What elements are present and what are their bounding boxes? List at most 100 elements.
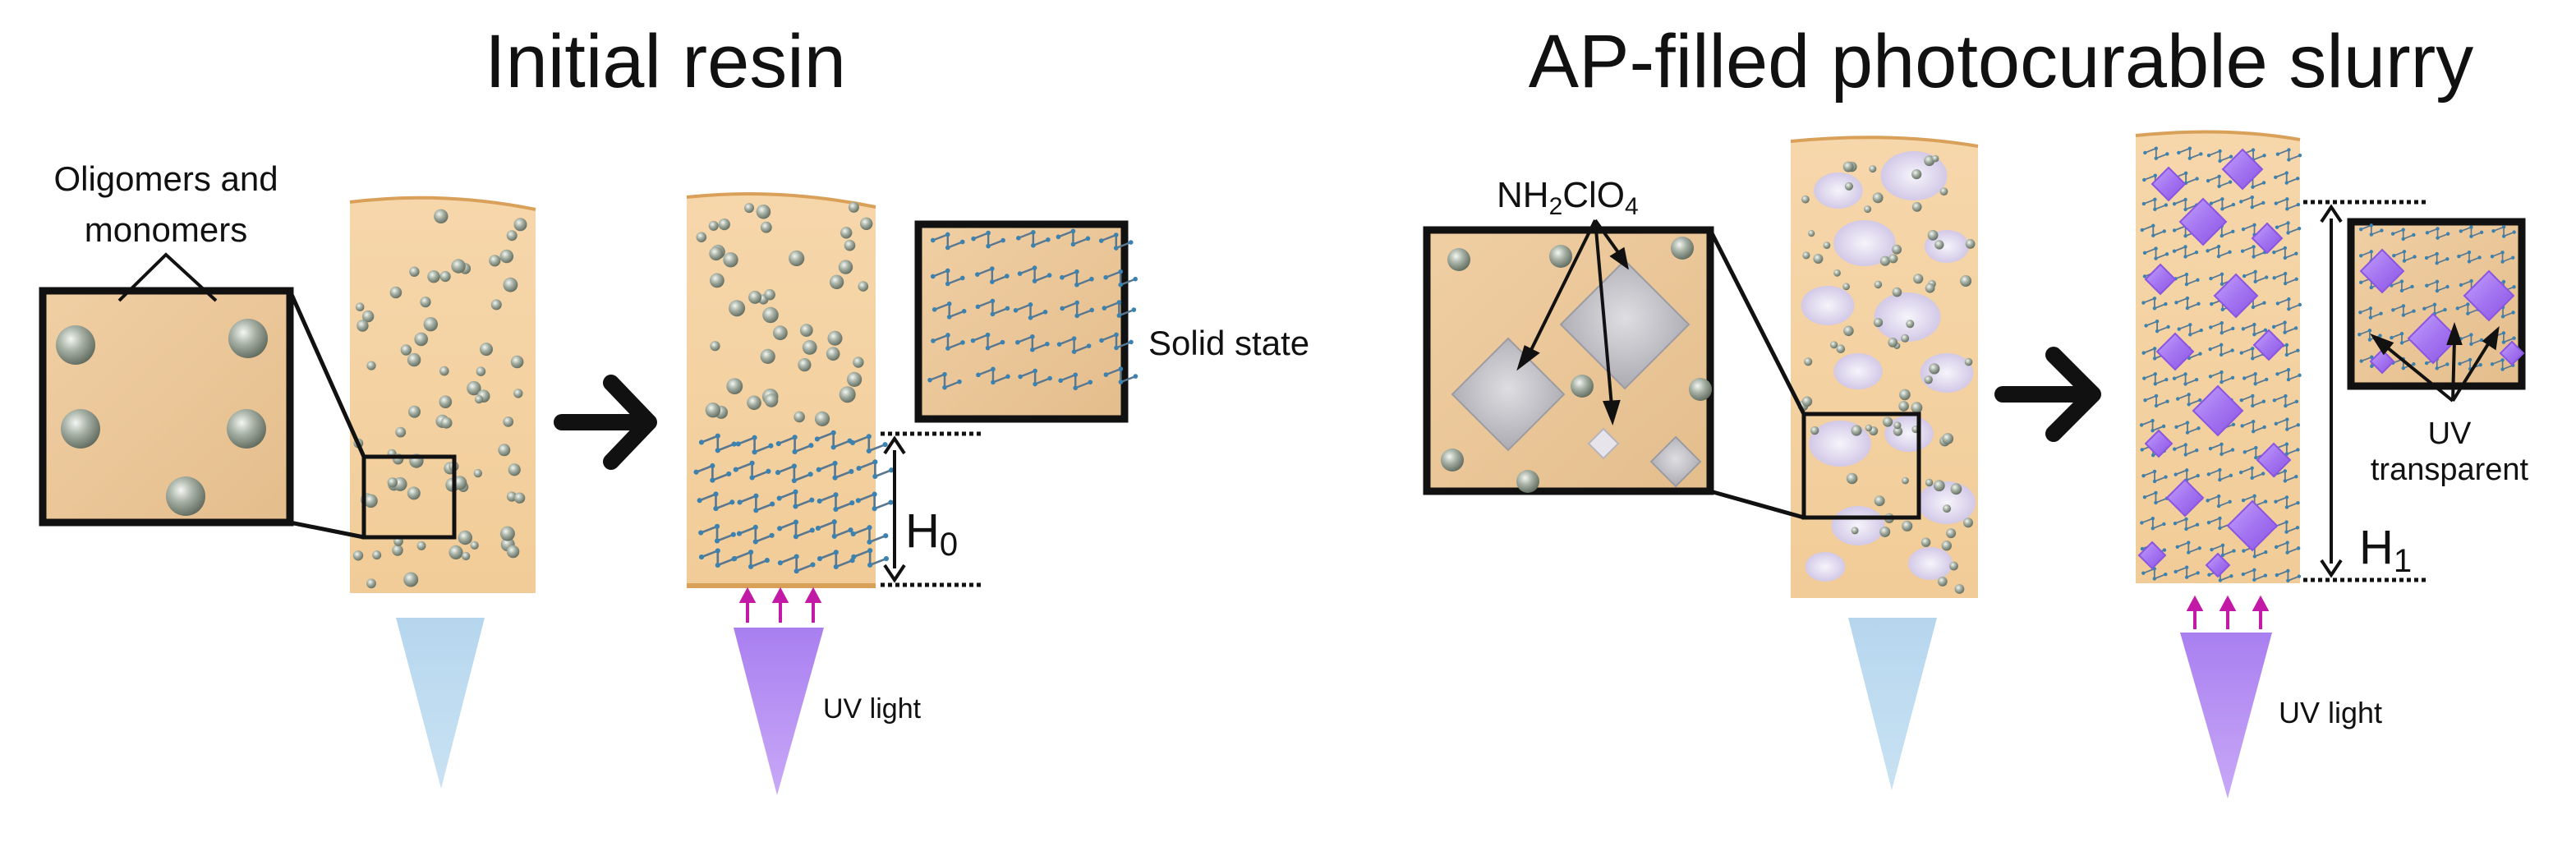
network-node [2294,475,2298,479]
network-node [1070,242,1076,247]
network-node [2197,398,2202,403]
monomer-dot [1851,425,1862,436]
monomer-dot [1842,283,1851,291]
network-link [2394,251,2415,262]
monomer-dot [1931,154,1939,163]
network-node [753,493,759,499]
network-node [1113,246,1119,251]
network-node [2220,307,2224,312]
monomer-dot [1872,192,1884,204]
network-link [2208,517,2232,530]
network-node [2141,474,2146,478]
network-node [2253,382,2257,386]
network-node [2275,573,2279,577]
network-node [2206,249,2210,253]
network-node [1085,236,1091,242]
network-node [2220,272,2224,277]
network-node [2490,255,2495,259]
network-node [1000,237,1005,243]
network-node [1114,345,1119,351]
network-node [710,462,715,469]
network-node [2152,469,2157,474]
network-node [1071,349,1077,354]
network-node [2172,249,2177,253]
network-node [2143,150,2147,155]
network-node [2468,357,2472,362]
network-node [888,499,894,505]
monomer-dot [1960,275,1972,287]
network-node [2402,259,2407,263]
monomer-dot [764,288,775,301]
network-node [2390,232,2395,236]
network-node [2251,185,2255,189]
network-node [1071,336,1077,341]
network-node [768,443,774,449]
network-link [2391,332,2413,344]
cured-ap-crystal [2144,429,2174,458]
zoom-region-marker [361,454,457,540]
network-node [2294,251,2298,255]
network-node [2296,546,2301,550]
monomer-dot [513,389,523,398]
monomer-dot [416,541,426,550]
network-node [2253,279,2257,284]
network-link [853,526,886,544]
zoomed-cured-ap [2463,269,2515,322]
network-node [2250,476,2254,480]
network-node [770,501,775,507]
monomer-dot [1929,363,1940,375]
network-node [2166,324,2170,329]
network-node [2500,358,2505,362]
network-node [2285,427,2289,431]
network-node [2195,177,2199,181]
uv-transparent-ap [2137,148,2292,578]
network-node [2459,229,2463,233]
network-link [2143,347,2166,360]
zoomed-ap-crystal [1587,427,1620,460]
monomer-dot [506,545,520,559]
network-link [2178,147,2201,160]
network-node [2239,200,2243,204]
network-node [2220,207,2224,211]
network-node [2298,153,2302,158]
network-node [2380,228,2384,232]
monomer-dot [439,395,453,409]
network-node [2283,330,2287,334]
network-node [2500,251,2505,255]
uv-light-cone-left [734,628,824,795]
network-node [2183,453,2187,457]
monomer-dot [1865,424,1873,432]
network-node [2510,255,2515,260]
monomer-dot [696,232,707,243]
network-node [2370,364,2374,369]
monomer-dot [476,366,486,377]
network-node [2501,234,2506,238]
network-link [852,435,886,453]
monomer-dot [723,252,738,268]
monomer-dot [1892,287,1902,297]
network-node [2216,244,2221,249]
network-link [2276,222,2300,234]
network-node [2140,521,2144,525]
network-link [2360,307,2381,319]
network-node [971,236,976,242]
network-node [2241,327,2246,331]
network-node [2183,197,2187,202]
monomer-dot [451,259,466,274]
network-node [2151,233,2155,237]
network-link [2277,297,2301,311]
network-link [2177,393,2201,406]
network-node [2142,274,2147,278]
network-node [856,465,862,472]
network-link [699,492,733,511]
network-link [2240,467,2264,480]
uv-transparent-label-line1: UV [2428,416,2472,451]
network-node [2152,357,2157,361]
network-node [2284,343,2289,347]
network-node [2359,254,2363,258]
network-node [2286,231,2290,235]
zoomed-monomer [1447,248,1470,271]
network-node [985,332,991,338]
network-node [2162,548,2167,552]
network-link [738,525,773,544]
